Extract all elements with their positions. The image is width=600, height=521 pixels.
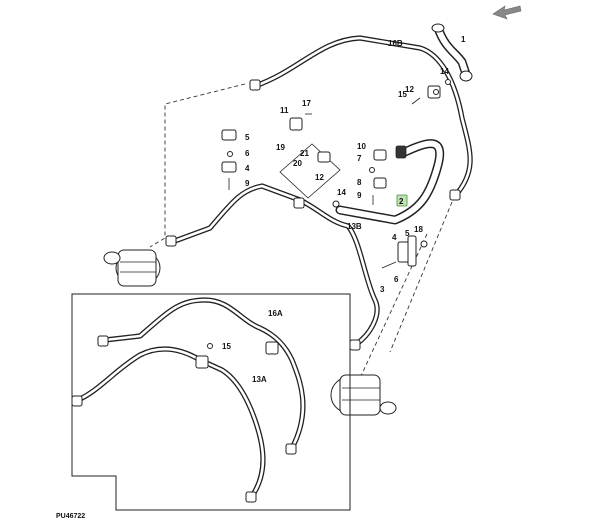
callout-9b: 9 xyxy=(357,191,362,200)
callout-13b: 13B xyxy=(347,222,362,231)
callout-3: 3 xyxy=(380,285,385,294)
callout-11: 11 xyxy=(280,106,289,115)
starter-motor-upper xyxy=(103,249,161,287)
pipe-16a xyxy=(97,297,306,455)
callout-12b: 12 xyxy=(315,173,324,182)
callout-5b: 5 xyxy=(405,229,410,238)
callout-1: 1 xyxy=(461,35,466,44)
inset-frame xyxy=(71,293,351,511)
highlight-box xyxy=(396,194,408,207)
callout-16a: 16A xyxy=(268,309,283,318)
callout-14: 14 xyxy=(440,67,449,76)
hose-2 xyxy=(335,139,445,225)
callout-6b: 6 xyxy=(394,275,399,284)
callout-5: 5 xyxy=(245,133,250,142)
callout-4b: 4 xyxy=(392,233,397,242)
callout-labels: 1 16B 14 12 15 11 17 5 6 4 9 19 21 20 12… xyxy=(222,35,466,384)
callout-7: 7 xyxy=(357,154,362,163)
starter-motor-lower xyxy=(330,374,397,416)
callout-18: 18 xyxy=(414,225,423,234)
callout-19: 19 xyxy=(276,143,285,152)
callout-8: 8 xyxy=(357,178,362,187)
callout-12: 12 xyxy=(405,85,414,94)
pipe-13b xyxy=(165,183,380,351)
callout-15b: 15 xyxy=(222,342,231,351)
callout-10: 10 xyxy=(357,142,366,151)
callout-21: 21 xyxy=(300,149,309,158)
figure-code: PU46722 xyxy=(56,513,85,520)
callout-4: 4 xyxy=(245,164,250,173)
hardware-parts xyxy=(221,79,451,269)
dashed-reference-lines xyxy=(149,83,453,379)
callout-6: 6 xyxy=(245,149,250,158)
pipe-16b xyxy=(249,35,473,201)
callout-17: 17 xyxy=(302,99,311,108)
callout-14b: 14 xyxy=(337,188,346,197)
pipe-13a xyxy=(71,343,266,503)
callout-20: 20 xyxy=(293,159,302,168)
callout-9: 9 xyxy=(245,179,250,188)
callout-13a: 13A xyxy=(252,375,267,384)
arrow-icon xyxy=(492,5,522,20)
callout-2: 2 xyxy=(399,197,404,206)
callout-16b: 16B xyxy=(388,39,403,48)
callout-15: 15 xyxy=(398,90,407,99)
